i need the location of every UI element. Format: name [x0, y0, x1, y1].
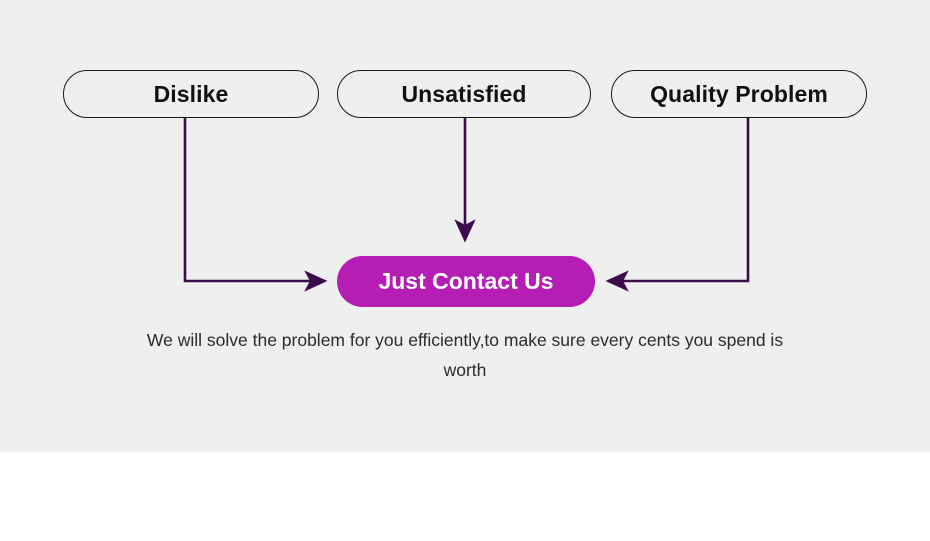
node-dislike-label: Dislike [153, 80, 229, 107]
node-dislike: Dislike [63, 70, 319, 118]
connector-quality-to-cta [605, 118, 750, 292]
connector-dislike-to-cta [183, 118, 328, 292]
promo-banner: Dislike Unsatisfied Quality Problem Just… [0, 0, 930, 452]
node-quality-problem-label: Quality Problem [650, 80, 828, 107]
node-quality-problem: Quality Problem [611, 70, 867, 118]
connector-layer [183, 118, 750, 292]
lower-white-area [0, 452, 930, 541]
contact-us-button[interactable]: Just Contact Us [337, 256, 595, 307]
contact-us-button-label: Just Contact Us [378, 268, 554, 294]
support-caption-line-1: We will solve the problem for you effici… [146, 330, 634, 350]
node-unsatisfied: Unsatisfied [337, 70, 591, 118]
support-caption: We will solve the problem for you effici… [145, 325, 785, 385]
node-unsatisfied-label: Unsatisfied [401, 80, 527, 107]
support-caption-line-2: cents you spend is worth [443, 330, 784, 380]
